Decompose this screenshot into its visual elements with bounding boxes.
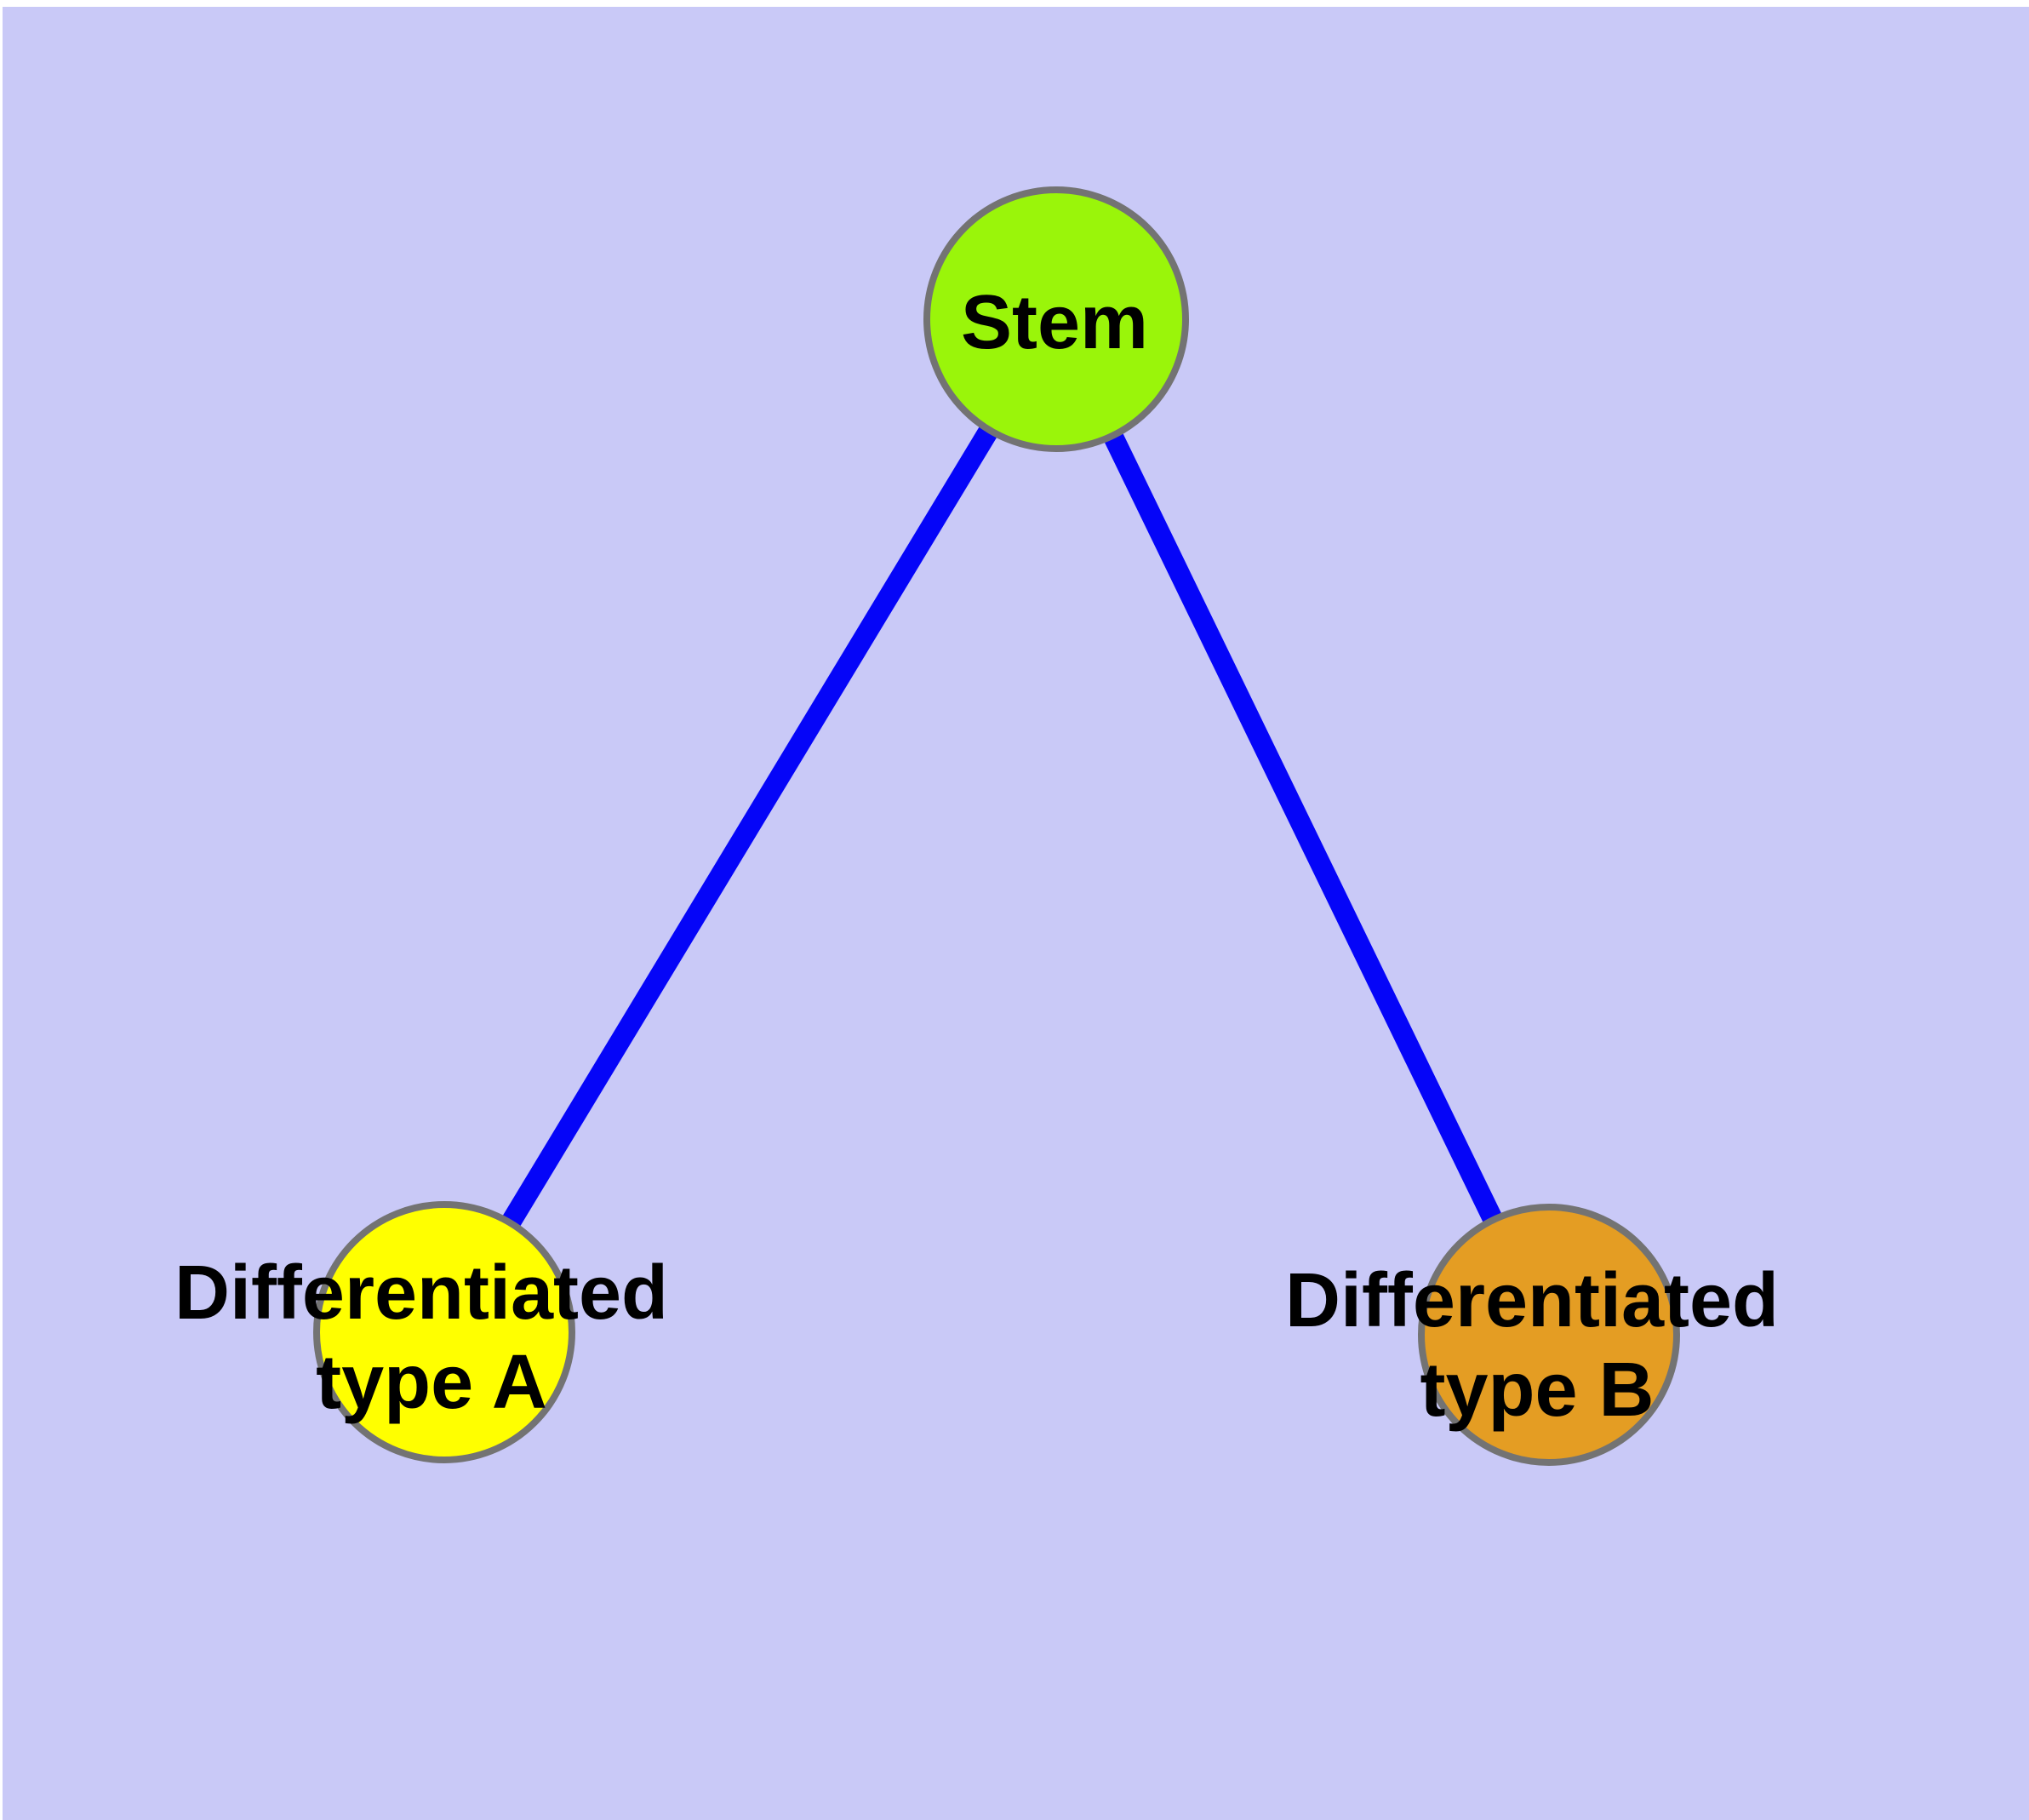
node-differentiated-type-a-label-line2: type A — [316, 1340, 547, 1425]
node-differentiated-type-b-label-line2: type B — [1420, 1348, 1654, 1433]
node-stem: Stem — [923, 186, 1189, 452]
node-differentiated-type-a: Differentiated type A — [174, 1201, 668, 1463]
node-stem-circle — [923, 186, 1189, 452]
edge-stem-to-type-b — [1047, 314, 1558, 1340]
node-differentiated-type-b-label-line1: Differentiated — [1285, 1258, 1779, 1343]
node-differentiated-type-a-label-line1: Differentiated — [174, 1251, 668, 1336]
edge-stem-to-type-a — [435, 313, 1066, 1338]
node-differentiated-type-b-circle — [1418, 1204, 1680, 1466]
node-stem-label: Stem — [961, 280, 1148, 365]
node-differentiated-type-a-circle — [313, 1201, 575, 1463]
node-differentiated-type-b: Differentiated type B — [1285, 1204, 1779, 1466]
